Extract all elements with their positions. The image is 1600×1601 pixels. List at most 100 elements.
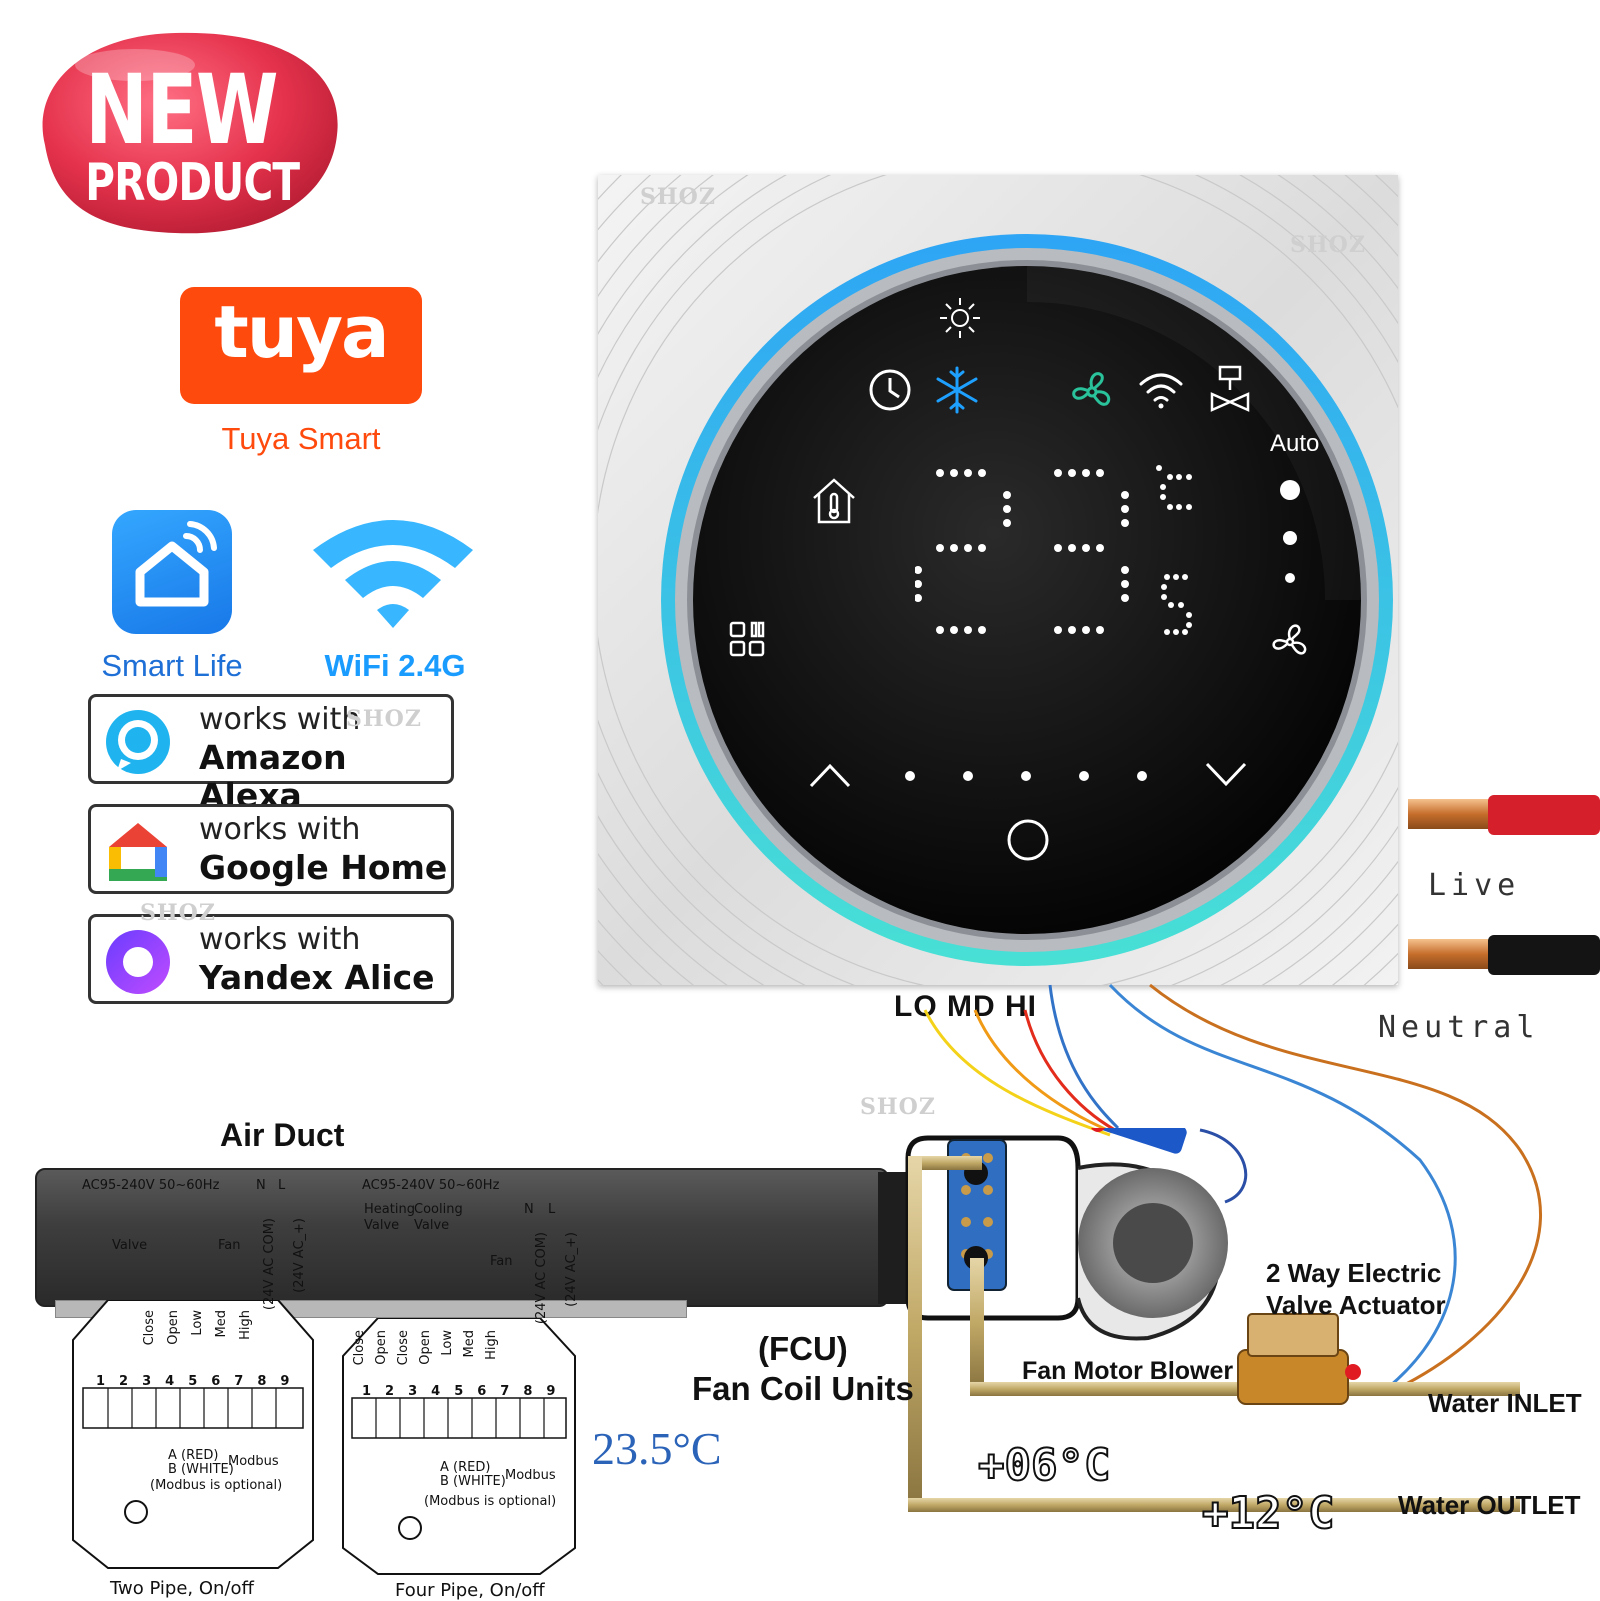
fan-speed-icon	[1272, 624, 1307, 655]
duct-connector	[878, 1172, 910, 1304]
terminal-low: Low	[440, 1330, 455, 1356]
terminal-numbers: 123456789	[362, 1384, 570, 1399]
terminal-open: Open	[166, 1310, 181, 1345]
tuya-logo-text: tuya	[214, 290, 389, 374]
terminal-med: Med	[214, 1310, 229, 1338]
up-arrow-icon[interactable]	[808, 760, 852, 790]
modbus-label: Modbus	[505, 1468, 556, 1483]
four-pipe-heating-valve: Valve	[364, 1218, 400, 1233]
live-label: Live	[1428, 868, 1521, 903]
four-pipe-heating: Heating	[364, 1202, 415, 1217]
level-dots	[905, 771, 1147, 781]
terminal-close: Close	[352, 1330, 367, 1366]
works-with-google-home-card: works with Google Home	[88, 804, 454, 894]
works-with-label: works with	[199, 922, 361, 957]
new-label: NEW	[85, 54, 278, 166]
two-pipe-valve: Valve	[112, 1238, 148, 1253]
home-thermometer-icon	[813, 478, 855, 524]
fcu-label: (FCU)	[758, 1330, 848, 1367]
wifi-icon	[313, 520, 473, 628]
google-home-icon	[109, 823, 167, 881]
watermark: SHOZ	[346, 706, 422, 732]
terminal-low: Low	[190, 1310, 205, 1336]
watermark: SHOZ	[640, 184, 716, 210]
room-temperature: 23.5°C	[592, 1423, 722, 1474]
air-duct-label: Air Duct	[220, 1117, 345, 1153]
wifi-status-icon	[1139, 373, 1183, 409]
four-pipe-fan: Fan	[490, 1254, 513, 1269]
four-pipe-supply: AC95-240V 50~60Hz	[362, 1178, 500, 1193]
works-with-yandex-alice-card: works with Yandex Alice	[88, 914, 454, 1004]
water-inlet-label: Water INLET	[1428, 1388, 1582, 1418]
four-pipe-cooling: Cooling	[414, 1202, 463, 1217]
four-pipe-n: N	[524, 1202, 534, 1217]
terminal-close: Close	[142, 1310, 157, 1346]
tuya-smart-label: Tuya Smart	[221, 421, 381, 456]
four-pipe-com: (24V AC COM)	[534, 1232, 549, 1325]
valve-icon	[1210, 365, 1250, 412]
temperature-readout	[915, 465, 1192, 635]
two-pipe-caption: Two Pipe, On/off	[110, 1578, 254, 1599]
yandex-alice-name: Yandex Alice	[199, 958, 435, 997]
sun-icon	[940, 298, 980, 338]
two-pipe-supply: AC95-240V 50~60Hz	[82, 1178, 220, 1193]
terminal-close: Close	[396, 1330, 411, 1366]
terminal-med: Med	[462, 1330, 477, 1358]
watermark: SHOZ	[860, 1094, 936, 1120]
alexa-icon	[106, 710, 170, 774]
valve-actuator-label-line2: Valve Actuator	[1266, 1290, 1446, 1320]
terminal-open: Open	[374, 1330, 389, 1365]
power-wires	[1408, 795, 1600, 975]
valve-actuator-label-line1: 2 Way Electric	[1266, 1258, 1442, 1288]
two-pipe-com: (24V AC COM)	[262, 1218, 277, 1311]
works-with-alexa-card: works with Amazon Alexa	[88, 694, 454, 815]
cold-water-temp: +06°C	[977, 1439, 1111, 1492]
fan-coil-units-label: Fan Coil Units	[692, 1370, 914, 1407]
two-pipe-l: L	[278, 1178, 286, 1193]
terminal-open: Open	[418, 1330, 433, 1365]
modbus-a: A (RED)	[168, 1448, 219, 1463]
product-label: PRODUCT	[85, 153, 300, 213]
snowflake-icon	[936, 366, 978, 414]
down-arrow-icon[interactable]	[1204, 760, 1248, 790]
fan-icon	[1072, 372, 1111, 406]
terminal-high: High	[238, 1310, 253, 1340]
fan-speed-indicator	[1280, 480, 1300, 583]
thermostat-display	[661, 234, 1393, 966]
works-with-label: works with	[199, 812, 361, 847]
watermark: SHOZ	[1290, 232, 1366, 258]
modbus-b: B (WHITE)	[440, 1474, 506, 1489]
clock-icon	[869, 369, 911, 411]
four-pipe-ac-plus: (24V AC_+)	[564, 1232, 579, 1307]
modbus-a: A (RED)	[440, 1460, 491, 1475]
fan-motor-blower-label: Fan Motor Blower	[1022, 1357, 1234, 1385]
four-pipe-wiring-diagram: 123456789 Close Open Close Open Low Med …	[340, 1318, 578, 1576]
terminal-high: High	[484, 1330, 499, 1360]
works-with-label: works with	[199, 702, 361, 737]
four-pipe-l: L	[548, 1202, 556, 1217]
watermark: SHOZ	[140, 900, 216, 926]
power-icon[interactable]	[1006, 818, 1050, 862]
fan-speed-wire-labels: LO MD HI	[894, 990, 1037, 1023]
tuya-logo-box	[180, 287, 422, 404]
modbus-note: (Modbus is optional)	[424, 1494, 557, 1509]
google-home-name: Google Home	[199, 848, 448, 887]
mode-auto-label: Auto	[1270, 430, 1320, 457]
neutral-label: Neutral	[1378, 1010, 1540, 1045]
terminal-numbers: 123456789	[96, 1374, 304, 1389]
two-pipe-ac-plus: (24V AC_+)	[292, 1218, 307, 1293]
yandex-alice-icon	[106, 930, 170, 994]
modbus-label: Modbus	[228, 1454, 279, 1469]
smart-life-label: Smart Life	[101, 648, 243, 683]
two-pipe-wiring-diagram: 123456789 Close Open Low Med High A (RED…	[68, 1300, 318, 1570]
warm-water-temp: +12°C	[1201, 1487, 1335, 1540]
four-pipe-caption: Four Pipe, On/off	[395, 1580, 545, 1601]
modbus-b: B (WHITE)	[168, 1462, 234, 1477]
modbus-note: (Modbus is optional)	[150, 1478, 283, 1493]
two-pipe-n: N	[256, 1178, 266, 1193]
two-pipe-fan: Fan	[218, 1238, 241, 1253]
new-product-badge	[42, 32, 338, 234]
fan-coil-unit	[905, 1128, 1520, 1512]
menu-grid-icon	[729, 621, 765, 657]
